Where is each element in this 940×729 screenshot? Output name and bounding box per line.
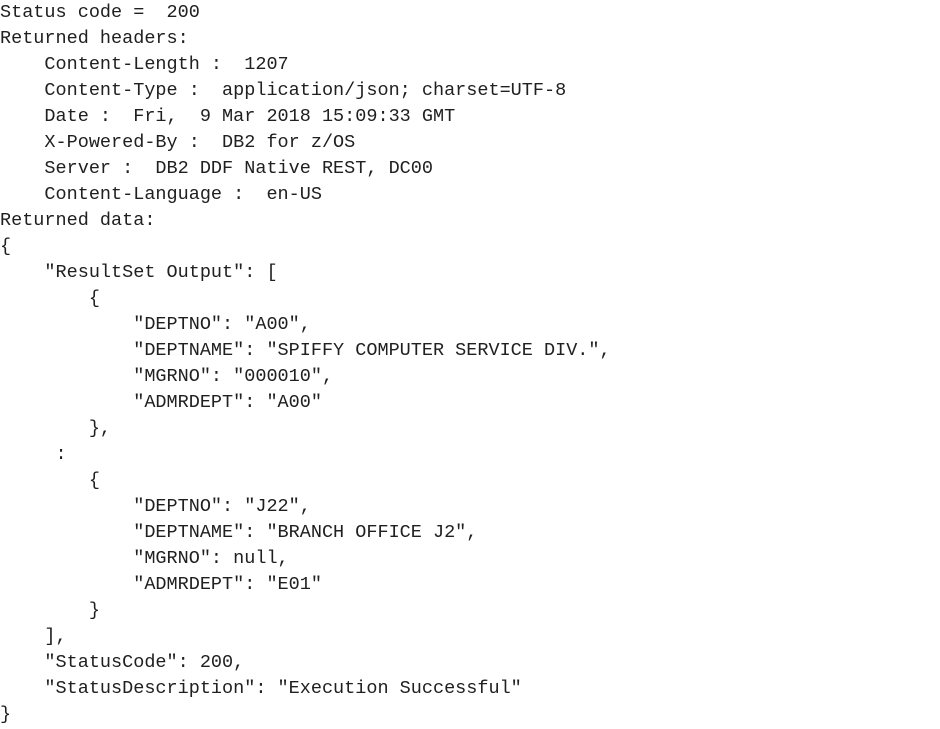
json-line: "DEPTNO": "J22",: [0, 496, 311, 517]
json-ellipsis-line: :: [0, 444, 67, 465]
header-server: Server : DB2 DDF Native REST, DC00: [0, 158, 433, 179]
header-content-language: Content-Language : en-US: [0, 184, 322, 205]
json-line: "MGRNO": null,: [0, 548, 289, 569]
json-line: "MGRNO": "000010",: [0, 366, 334, 387]
json-line: "ResultSet Output": [: [0, 262, 278, 283]
json-line: {: [0, 470, 100, 491]
json-line: ],: [0, 626, 67, 647]
json-line: },: [0, 418, 112, 439]
json-line: }: [0, 600, 100, 621]
json-line: "DEPTNO": "A00",: [0, 314, 311, 335]
header-content-type: Content-Type : application/json; charset…: [0, 80, 567, 101]
json-line: "ADMRDEPT": "A00": [0, 392, 322, 413]
json-line: {: [0, 236, 12, 257]
returned-data-label: Returned data:: [0, 210, 156, 231]
json-line: "DEPTNAME": "SPIFFY COMPUTER SERVICE DIV…: [0, 340, 611, 361]
returned-headers-label: Returned headers:: [0, 28, 189, 49]
json-line: "DEPTNAME": "BRANCH OFFICE J2",: [0, 522, 478, 543]
json-line: "StatusCode": 200,: [0, 652, 245, 673]
json-line: }: [0, 704, 12, 725]
status-code-line: Status code = 200: [0, 2, 200, 23]
json-line: "StatusDescription": "Execution Successf…: [0, 678, 522, 699]
json-line: {: [0, 288, 100, 309]
header-date: Date : Fri, 9 Mar 2018 15:09:33 GMT: [0, 106, 456, 127]
header-x-powered-by: X-Powered-By : DB2 for z/OS: [0, 132, 356, 153]
header-content-length: Content-Length : 1207: [0, 54, 289, 75]
json-line: "ADMRDEPT": "E01": [0, 574, 322, 595]
